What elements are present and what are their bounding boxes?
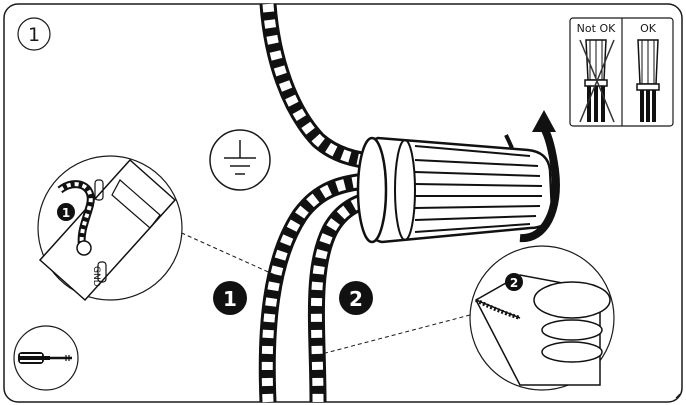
screwdriver-icon [13,325,79,391]
not-ok-label: Not OK [577,22,616,35]
svg-text:2: 2 [510,276,518,290]
wire-1 [258,171,379,403]
svg-text:1: 1 [62,206,70,220]
wire-nut-icon [356,136,554,244]
wire-1-callout: 1 [213,281,247,315]
ground-symbol-icon [209,129,271,191]
step-number: 1 [28,24,40,46]
diagram-frame [3,3,683,403]
not-ok-wire-nut-icon [579,39,615,123]
step-number-badge: 1 [17,17,51,51]
inset-2-callout [505,273,523,291]
corner-mark [675,393,681,399]
comparison-panel: Not OK OK [569,17,674,127]
inset-2-terminal-detail: 2 [469,245,615,391]
inset-1-leader [174,229,276,276]
svg-text:1: 1 [223,287,237,311]
clockwise-arrow-icon [504,110,560,243]
top-wire [259,3,379,171]
inset-1-ground-screw: GND 1 [37,155,183,302]
gnd-label: GND [91,266,101,287]
svg-text:2: 2 [349,287,363,311]
ok-wire-nut-icon [636,39,660,122]
wire-2-callout: 2 [339,281,373,315]
inset-2-leader [317,314,471,356]
ok-label: OK [640,22,657,35]
inset-1-callout [57,203,75,221]
